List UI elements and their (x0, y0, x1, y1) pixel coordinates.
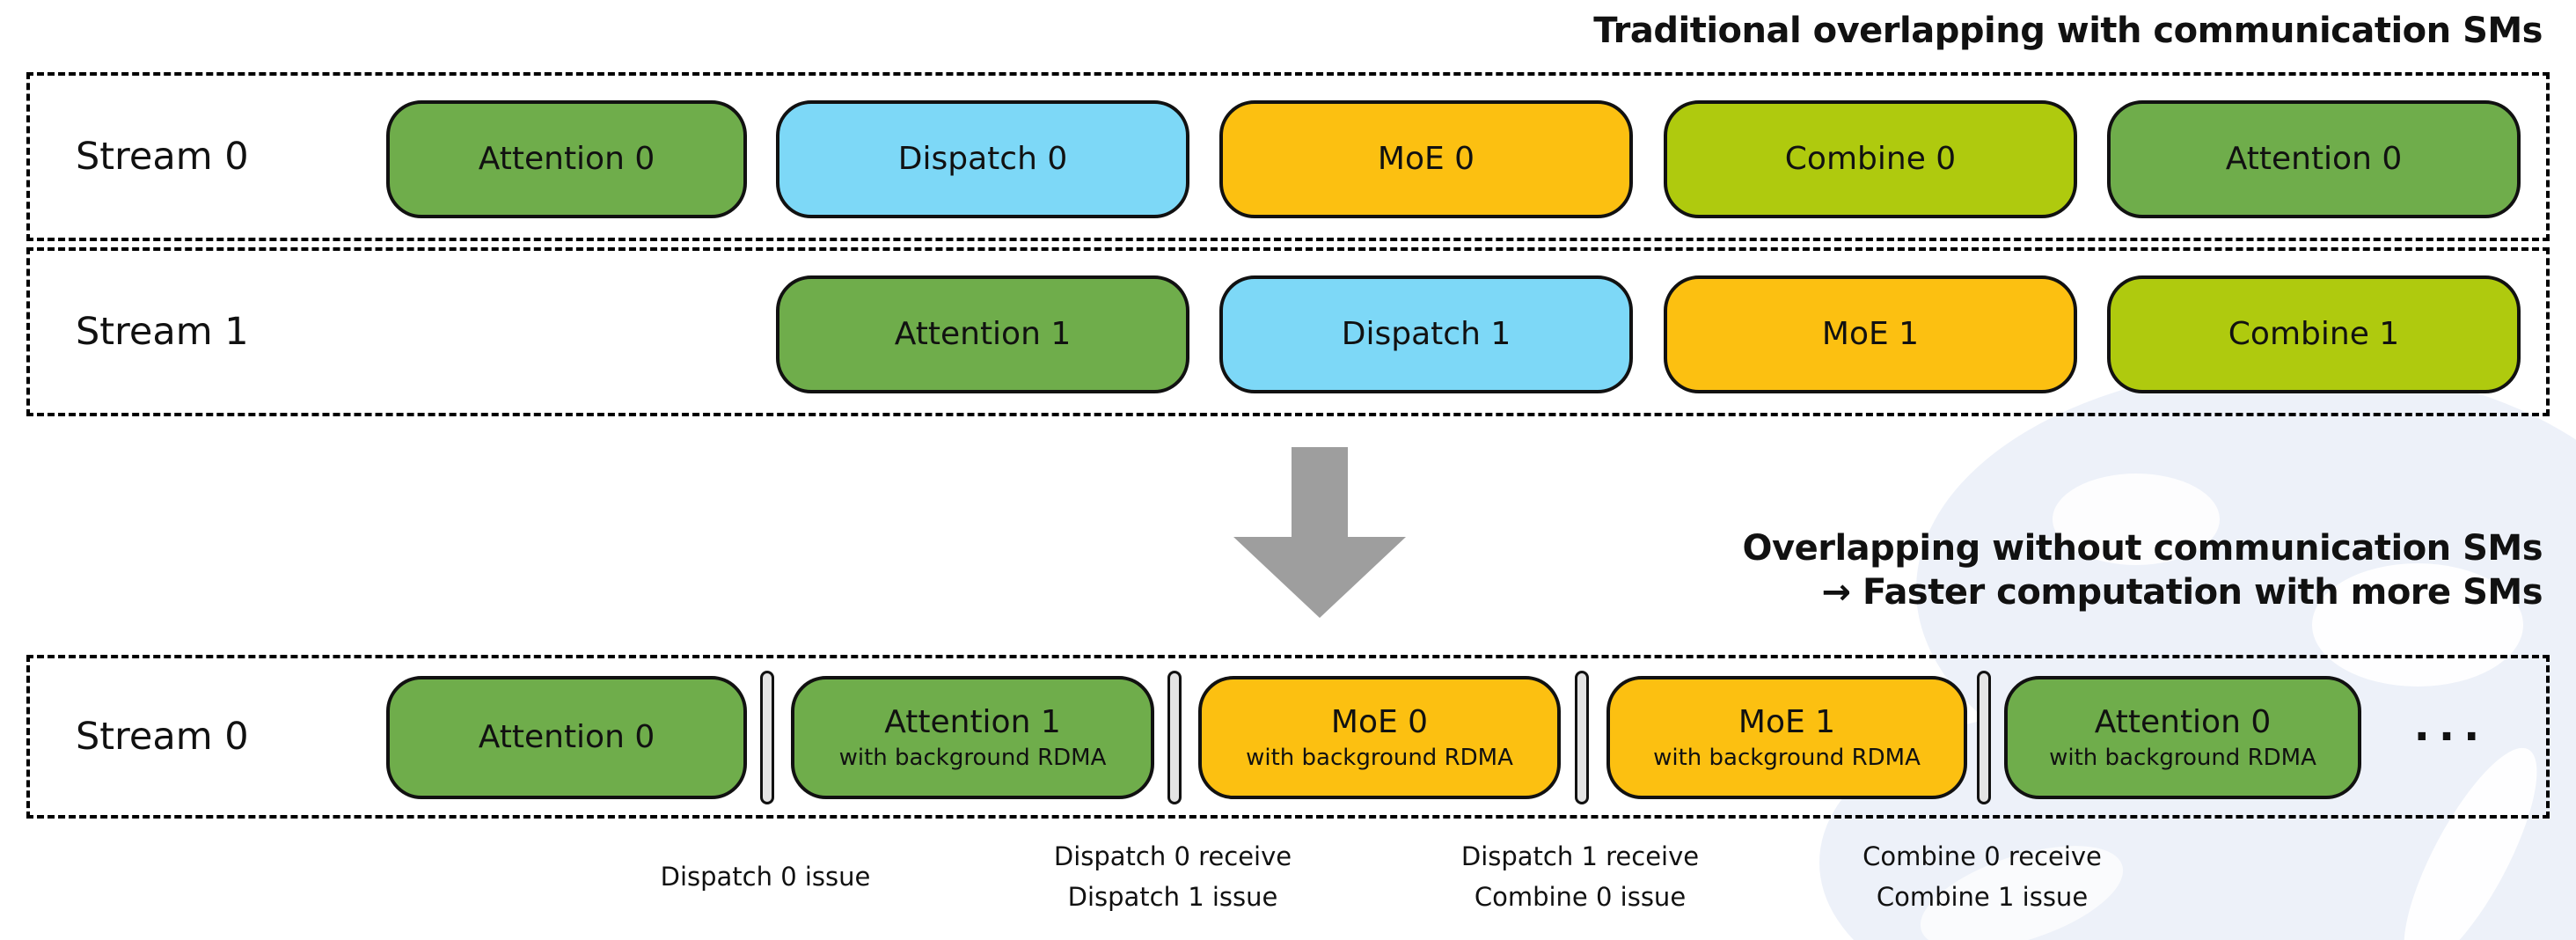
block-sublabel: with background RDMA (2049, 745, 2316, 771)
block-label: Attention 0 (478, 719, 655, 755)
block-attention-0-merged: Attention 0 (386, 676, 747, 799)
block-label: Attention 1 (884, 704, 1061, 740)
down-arrow-icon (1233, 447, 1406, 618)
block-dispatch-1: Dispatch 1 (1219, 275, 1633, 393)
stream0-timeline-box: Stream 0 Attention 0 Dispatch 0 MoE 0 Co… (26, 72, 2550, 241)
block-moe-1: MoE 1 (1664, 275, 2077, 393)
caption-dispatch0-issue: Dispatch 0 issue (563, 831, 968, 922)
block-label: Dispatch 0 (897, 141, 1068, 177)
block-sublabel: with background RDMA (1653, 745, 1921, 771)
caption-line: Combine 0 issue (1474, 882, 1687, 912)
section-title-overlapping: Overlapping without communication SMs → … (1743, 526, 2543, 614)
stream1-label: Stream 1 (76, 310, 249, 354)
stream-switch-divider (1167, 671, 1182, 804)
section-title-overlapping-line1: Overlapping without communication SMs (1742, 528, 2543, 569)
caption-line: Dispatch 1 issue (1067, 882, 1278, 912)
block-combine-1: Combine 1 (2107, 275, 2521, 393)
block-label: Combine 0 (1784, 141, 1957, 177)
block-label: Attention 0 (478, 141, 655, 177)
caption-line: Combine 0 receive (1862, 841, 2102, 871)
caption-combine0-receive-combine1-issue: Combine 0 receive Combine 1 issue (1780, 831, 2184, 922)
block-dispatch-0: Dispatch 0 (776, 100, 1189, 218)
block-attention-0: Attention 0 (386, 100, 747, 218)
block-attention-0-next: Attention 0 (2107, 100, 2521, 218)
stream-switch-divider (760, 671, 774, 804)
block-sublabel: with background RDMA (1246, 745, 1513, 771)
block-label: Attention 1 (894, 316, 1072, 352)
block-label: MoE 1 (1821, 316, 1920, 352)
block-label: MoE 0 (1330, 704, 1429, 740)
block-attention-1: Attention 1 (776, 275, 1189, 393)
caption-line: Dispatch 1 receive (1460, 841, 1700, 871)
caption-dispatch1-receive-combine0-issue: Dispatch 1 receive Combine 0 issue (1378, 831, 1782, 922)
continuation-ellipsis: ··· (2413, 712, 2489, 761)
block-combine-0: Combine 0 (1664, 100, 2077, 218)
block-moe-0: MoE 0 (1219, 100, 1633, 218)
block-attention-1-rdma: Attention 1 with background RDMA (791, 676, 1154, 799)
block-label: MoE 1 (1738, 704, 1836, 740)
block-label: Attention 0 (2094, 704, 2272, 740)
caption-line: Combine 1 issue (1876, 882, 2089, 912)
stream-switch-divider (1575, 671, 1589, 804)
merged-stream0-timeline-box: Stream 0 Attention 0 Attention 1 with ba… (26, 655, 2550, 819)
stream1-timeline-box: Stream 1 Attention 1 Dispatch 1 MoE 1 Co… (26, 247, 2550, 416)
section-title-traditional: Traditional overlapping with communicati… (1593, 11, 2543, 51)
block-sublabel: with background RDMA (838, 745, 1107, 771)
block-moe-0-rdma: MoE 0 with background RDMA (1198, 676, 1561, 799)
block-attention-0-rdma: Attention 0 with background RDMA (2004, 676, 2361, 799)
block-moe-1-rdma: MoE 1 with background RDMA (1606, 676, 1967, 799)
caption-dispatch0-receive-dispatch1-issue: Dispatch 0 receive Dispatch 1 issue (970, 831, 1375, 922)
caption-line: Dispatch 0 issue (660, 862, 871, 892)
block-label: Attention 0 (2225, 141, 2403, 177)
caption-line: Dispatch 0 receive (1053, 841, 1292, 871)
merged-stream0-label: Stream 0 (76, 715, 249, 759)
stream-switch-divider (1977, 671, 1991, 804)
block-label: MoE 0 (1377, 141, 1475, 177)
block-label: Dispatch 1 (1341, 316, 1511, 352)
section-title-overlapping-line2: → Faster computation with more SMs (1821, 572, 2543, 613)
stream0-label: Stream 0 (76, 135, 249, 179)
block-label: Combine 1 (2228, 316, 2400, 352)
